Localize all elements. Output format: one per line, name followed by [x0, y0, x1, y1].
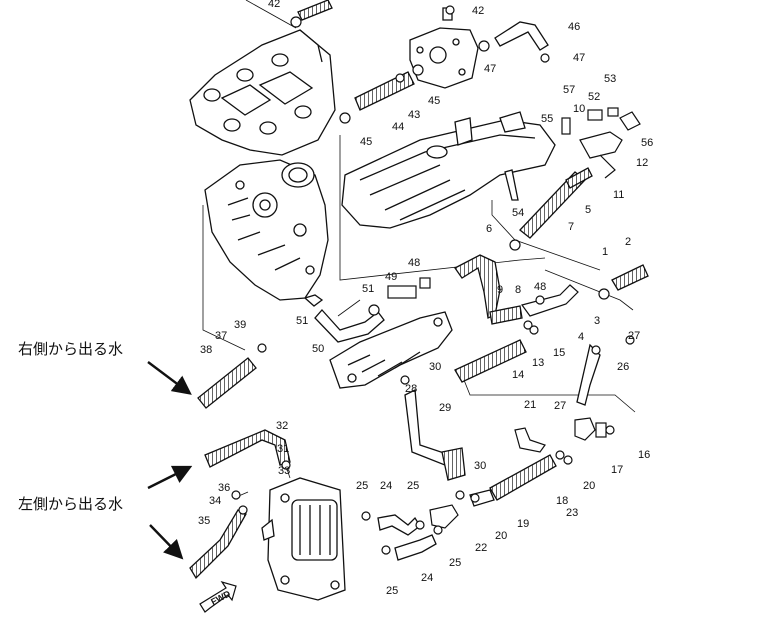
- part-number: 25: [386, 585, 398, 597]
- hose-38: [197, 357, 257, 409]
- part-number: 25: [449, 557, 461, 569]
- part-number: 33: [278, 465, 290, 477]
- part-number: 34: [209, 495, 221, 507]
- hose-26: [576, 343, 601, 406]
- part-number: 13: [532, 357, 544, 369]
- part-number: 2: [625, 236, 631, 248]
- part-number: 24: [421, 572, 433, 584]
- hose-5: [565, 167, 593, 189]
- part-number: 20: [583, 480, 595, 492]
- part-number: 36: [218, 482, 230, 494]
- part-number: 32: [276, 420, 288, 432]
- annotation-arrows: [147, 361, 193, 560]
- hose-42-top: [297, 0, 333, 21]
- hose-46: [494, 21, 549, 51]
- hose-50: [314, 309, 385, 343]
- part-number: 27: [628, 330, 640, 342]
- right-side-water-label: 右側から出る水: [18, 340, 123, 358]
- part-number: 17: [611, 464, 623, 476]
- part-number: 55: [541, 113, 553, 125]
- hose-23: [489, 454, 557, 501]
- fittings: [231, 5, 641, 555]
- lower-water-box: [261, 477, 346, 601]
- part-number: 48: [408, 257, 420, 269]
- part-number: 23: [566, 507, 578, 519]
- part-number: 21: [524, 399, 536, 411]
- part-number: 12: [636, 157, 648, 169]
- part-number: 48: [534, 281, 546, 293]
- part-number: 10: [573, 103, 585, 115]
- part-number: 18: [556, 495, 568, 507]
- part-number: 53: [604, 73, 616, 85]
- part-number: 51: [296, 315, 308, 327]
- hose-14: [454, 339, 527, 383]
- part-number: 54: [512, 207, 524, 219]
- exhaust-pipe: [341, 111, 556, 229]
- part-number: 30: [474, 460, 486, 472]
- hose-2: [611, 264, 649, 291]
- water-box: [409, 7, 479, 89]
- part-number: 47: [573, 52, 585, 64]
- part-number: 46: [568, 21, 580, 33]
- fwd-arrow: FWD: [199, 580, 237, 613]
- part-number: 31: [277, 443, 289, 455]
- part-number: 24: [380, 480, 392, 492]
- part-number-labels: 42 42 46 47 47 43 45 45 44 57 53 52 10 5…: [198, 0, 653, 597]
- part-number: 9: [497, 284, 503, 296]
- part-number: 30: [429, 361, 441, 373]
- part-number: 25: [356, 480, 368, 492]
- hose-9: [454, 254, 501, 319]
- part-number: 1: [602, 246, 608, 258]
- hose-32: [204, 429, 291, 468]
- part-number: 57: [563, 84, 575, 96]
- part-number: 35: [198, 515, 210, 527]
- part-number: 45: [428, 95, 440, 107]
- hose-8: [489, 305, 523, 325]
- part-number: 4: [578, 331, 584, 343]
- hose-30-upper: [441, 447, 466, 481]
- part-number: 44: [392, 121, 404, 133]
- part-number: 42: [472, 5, 484, 17]
- hose-24-lower: [394, 534, 437, 561]
- part-number: 27: [554, 400, 566, 412]
- part-number: 26: [617, 361, 629, 373]
- part-number: 39: [234, 319, 246, 331]
- leader-lines: [202, 0, 636, 499]
- exhaust-chamber: [204, 159, 329, 307]
- hose-35: [189, 509, 247, 580]
- part-number: 3: [594, 315, 600, 327]
- part-number: 7: [568, 221, 574, 233]
- part-number: 11: [613, 189, 624, 201]
- part-number: 28: [405, 383, 417, 395]
- part-number: 22: [475, 542, 487, 554]
- part-number: 38: [200, 344, 212, 356]
- part-number: 45: [360, 136, 372, 148]
- part-number: 29: [439, 402, 451, 414]
- hose-44: [354, 71, 415, 111]
- hose-24-upper: [377, 514, 421, 536]
- part-number: 15: [553, 347, 565, 359]
- part-number: 8: [515, 284, 521, 296]
- part-number: 6: [486, 223, 492, 235]
- part-number: 47: [484, 63, 496, 75]
- part-number: 37: [215, 330, 227, 342]
- part-number: 43: [408, 109, 420, 121]
- part-number: 20: [495, 530, 507, 542]
- part-number: 14: [512, 369, 524, 381]
- part-number: 56: [641, 137, 653, 149]
- part-number: 25: [407, 480, 419, 492]
- water-jacket: [329, 311, 453, 389]
- part-number: 42: [268, 0, 280, 10]
- part-number: 50: [312, 343, 324, 355]
- exhaust-manifold: [189, 29, 336, 156]
- part-number: 16: [638, 449, 650, 461]
- part-number: 51: [362, 283, 374, 295]
- part-number: 5: [585, 204, 591, 216]
- part-number: 49: [385, 271, 397, 283]
- left-side-water-label: 左側から出る水: [18, 495, 123, 513]
- part-number: 52: [588, 91, 600, 103]
- part-number: 19: [517, 518, 529, 530]
